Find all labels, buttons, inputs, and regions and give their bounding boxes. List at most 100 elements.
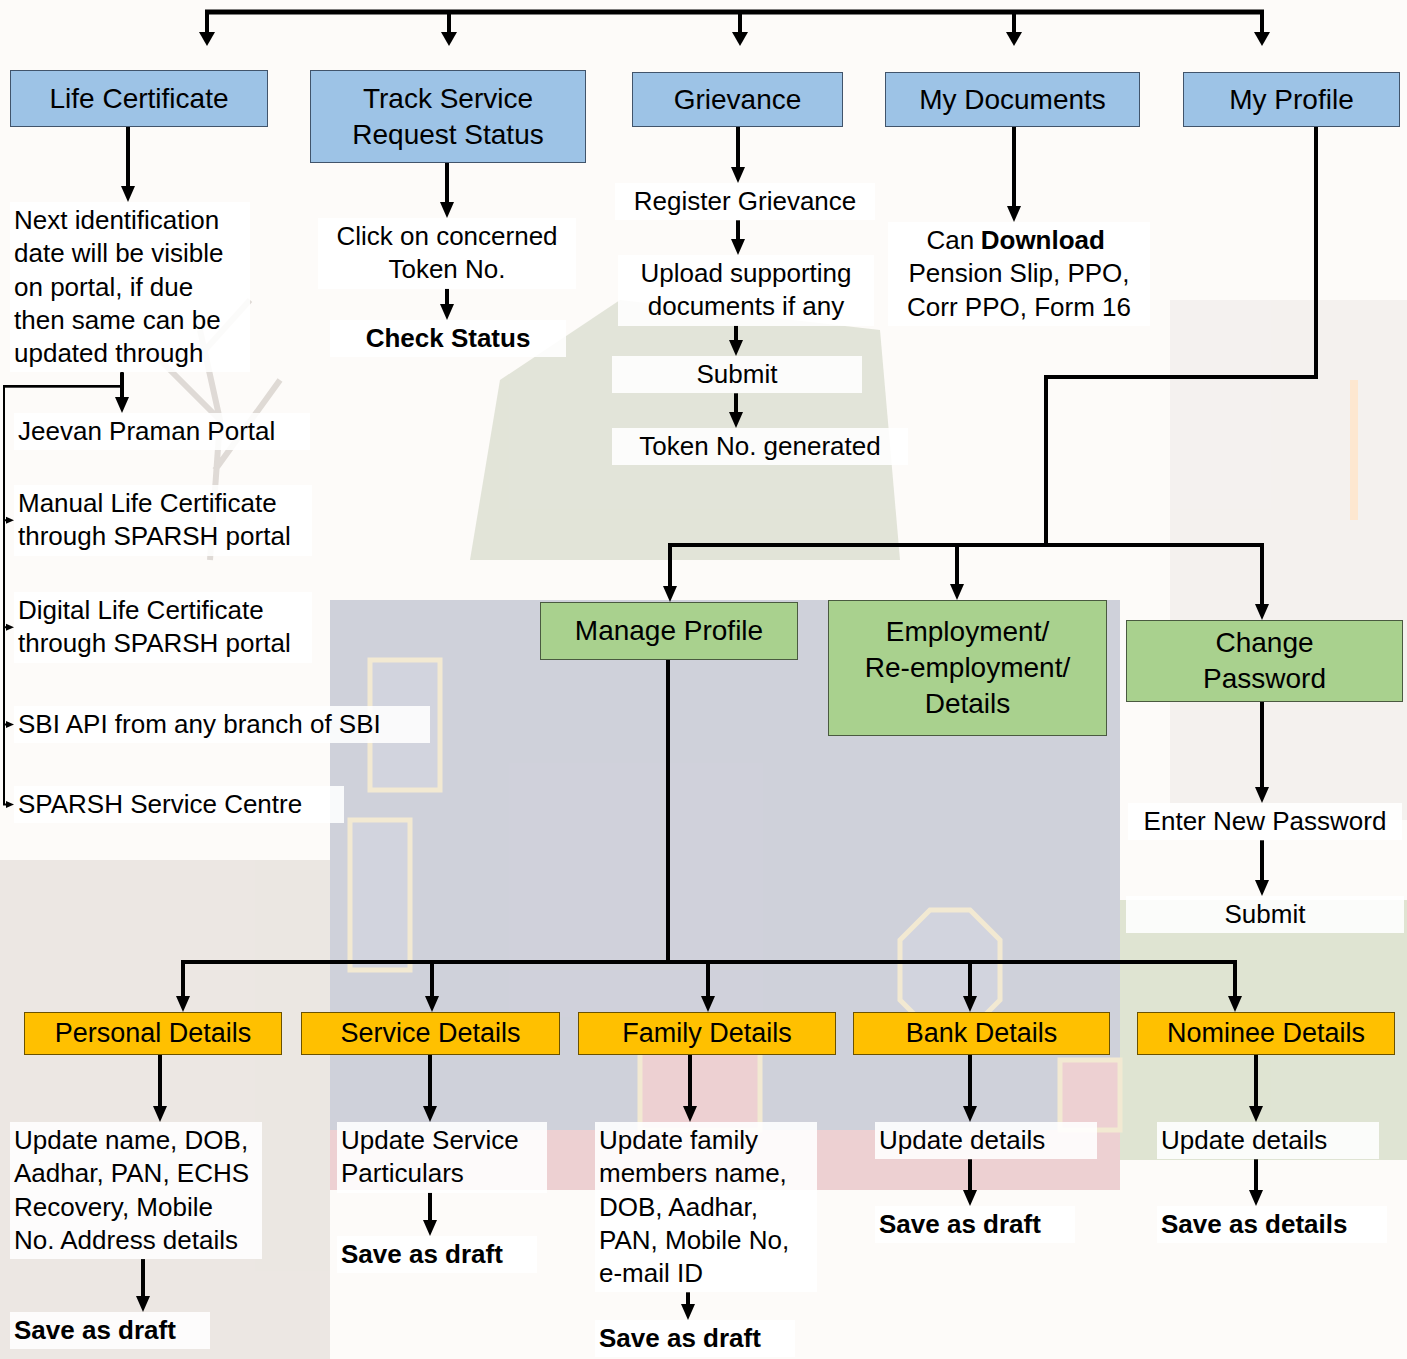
node-label: Click on concerned Token No. xyxy=(322,220,572,287)
text-wrap: Submit xyxy=(616,358,858,391)
step-text: Upload supporting documents if any xyxy=(618,255,874,326)
node-label: Employment/ Re-employment/ Details xyxy=(863,614,1073,721)
text-wrap: Click on concerned Token No. xyxy=(322,220,572,287)
flow-arrow xyxy=(968,1159,972,1198)
node-label: Save as draft xyxy=(14,1314,206,1347)
node-text: Pension Slip, PPO, Corr PPO, Form 16 xyxy=(892,257,1146,324)
node-label: My Documents xyxy=(892,82,1133,118)
flow-arrow xyxy=(141,1259,145,1304)
node-label: Track Service Request Status xyxy=(317,81,579,153)
flow-arrow xyxy=(1254,1159,1258,1198)
text-wrap: Check Status xyxy=(334,322,562,355)
step-text: SPARSH Service Centre xyxy=(14,786,344,823)
flow-arrow xyxy=(957,127,1316,592)
text-wrap: Save as details xyxy=(1161,1208,1383,1241)
result-text: Save as details xyxy=(1157,1206,1387,1243)
node-label: Grievance xyxy=(639,82,836,118)
text-wrap: Update details xyxy=(1161,1124,1375,1157)
result-text: Save as draft xyxy=(595,1320,795,1357)
result-text: Save as draft xyxy=(10,1312,210,1349)
node-label: Upload supporting documents if any xyxy=(622,257,870,324)
text-wrap: Update family members name, DOB, Aadhar,… xyxy=(599,1124,813,1290)
text-wrap: Update Service Particulars xyxy=(341,1124,543,1191)
flow-arrow xyxy=(1012,127,1016,214)
step-text: Click on concerned Token No. xyxy=(318,218,576,289)
section-box: Personal Details xyxy=(24,1012,282,1055)
node-label: Update details xyxy=(879,1124,1093,1157)
node-label: Digital Life Certificate through SPARSH … xyxy=(18,594,308,661)
text-wrap: Enter New Password xyxy=(1132,805,1398,838)
node-label: SBI API from any branch of SBI xyxy=(18,708,426,741)
flow-arrow xyxy=(126,127,130,194)
flow-arrow xyxy=(1254,1055,1258,1115)
text-wrap: Grievance xyxy=(639,82,836,118)
step-text: Register Grievance xyxy=(615,183,875,220)
node-label: Bank Details xyxy=(860,1016,1103,1051)
node-label: Life Certificate xyxy=(17,81,261,117)
text-wrap: Save as draft xyxy=(599,1322,791,1355)
node-label: Submit xyxy=(1130,898,1400,931)
flow-arrow xyxy=(445,289,449,313)
menu-box: Grievance xyxy=(632,72,843,127)
submenu-box: Change Password xyxy=(1126,620,1403,702)
flow-arrow xyxy=(736,220,740,247)
menu-box: Life Certificate xyxy=(10,70,268,127)
text-wrap: Save as draft xyxy=(879,1208,1071,1241)
result-text: Save as draft xyxy=(337,1236,537,1273)
text-wrap: Update details xyxy=(879,1124,1093,1157)
step-text: Submit xyxy=(612,356,862,393)
text-wrap: Track Service Request Status xyxy=(317,81,579,153)
flow-arrow xyxy=(432,660,668,1004)
step-text: Token No. generated xyxy=(612,428,908,465)
text-wrap: Jeevan Praman Portal xyxy=(18,415,306,448)
step-text: Update Service Particulars xyxy=(337,1122,547,1193)
flow-arrow xyxy=(1260,702,1264,795)
flow-arrow xyxy=(1260,840,1264,888)
section-box: Family Details xyxy=(578,1012,836,1055)
flow-arrow xyxy=(445,163,449,210)
text-wrap: SPARSH Service Centre xyxy=(18,788,340,821)
result-text: Save as draft xyxy=(875,1206,1075,1243)
flow-arrow xyxy=(428,1193,432,1229)
section-box: Nominee Details xyxy=(1137,1012,1395,1055)
node-label: Personal Details xyxy=(31,1016,275,1051)
node-label: Token No. generated xyxy=(616,430,904,463)
menu-box: My Profile xyxy=(1183,72,1400,127)
node-label: SPARSH Service Centre xyxy=(18,788,340,821)
node-label: Save as draft xyxy=(341,1238,533,1271)
node-label: Submit xyxy=(616,358,858,391)
flow-arrow xyxy=(1046,127,1316,612)
node-label: Jeevan Praman Portal xyxy=(18,415,306,448)
node-label: Register Grievance xyxy=(619,185,871,218)
node-label: Change Password xyxy=(1165,625,1365,697)
step-text: Next identification date will be visible… xyxy=(10,202,250,372)
step-text: Update details xyxy=(875,1122,1097,1159)
step-text: Submit xyxy=(1126,896,1404,933)
flow-arrow xyxy=(734,393,738,420)
section-box: Service Details xyxy=(301,1012,560,1055)
step-text: Enter New Password xyxy=(1128,803,1402,840)
node-label: Save as details xyxy=(1161,1208,1383,1241)
text-wrap: Change Password xyxy=(1165,625,1365,697)
node-label: Save as draft xyxy=(879,1208,1071,1241)
text-wrap: Save as draft xyxy=(14,1314,206,1347)
text-wrap: CanDownloadPension Slip, PPO, Corr PPO, … xyxy=(892,224,1146,324)
node-label: Can xyxy=(927,225,975,255)
step-text: Update family members name, DOB, Aadhar,… xyxy=(595,1122,817,1292)
text-wrap: SBI API from any branch of SBI xyxy=(18,708,426,741)
submenu-box: Employment/ Re-employment/ Details xyxy=(828,600,1107,736)
flow-arrow xyxy=(428,1055,432,1115)
section-box: Bank Details xyxy=(853,1012,1110,1055)
step-text: Update details xyxy=(1157,1122,1379,1159)
node-label: Nominee Details xyxy=(1144,1016,1388,1051)
node-text: Download xyxy=(981,225,1105,255)
node-label: Manage Profile xyxy=(547,613,791,649)
text-wrap: Service Details xyxy=(308,1016,553,1051)
text-wrap: Digital Life Certificate through SPARSH … xyxy=(18,594,308,661)
text-wrap: Save as draft xyxy=(341,1238,533,1271)
text-wrap: Token No. generated xyxy=(616,430,904,463)
flow-arrow xyxy=(736,127,740,175)
text-wrap: Upload supporting documents if any xyxy=(622,257,870,324)
flow-arrow xyxy=(968,1055,972,1115)
